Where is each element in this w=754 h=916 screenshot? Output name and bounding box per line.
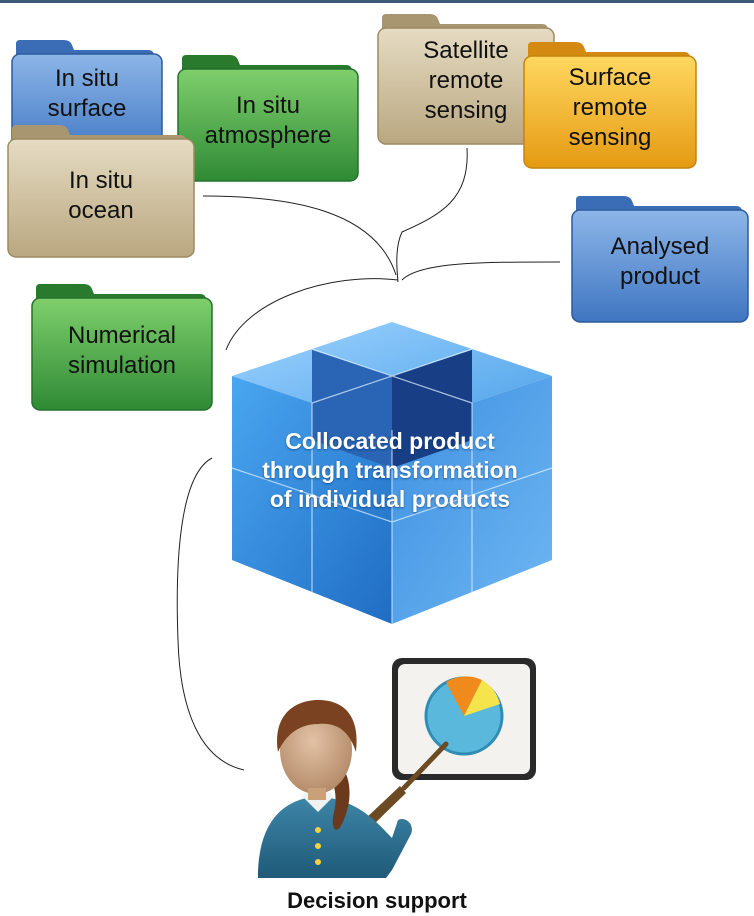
top-border: [0, 0, 754, 3]
folder-label-satellite-remote-sensing: Satellite remote sensing: [423, 37, 509, 124]
folder-analysed-product[interactable]: [571, 196, 749, 323]
connector-numerical: [225, 278, 399, 351]
connector-analysed: [401, 261, 561, 281]
connector-lines: [176, 147, 561, 771]
connector-in-situ-ocean: [202, 195, 397, 276]
folder-label-analysed-product: Analysed product: [610, 233, 710, 290]
connector-decision: [176, 457, 245, 771]
decision-support-caption: Decision support: [287, 888, 467, 913]
folder-label-numerical-simulation: Numerical simulation: [67, 322, 177, 379]
presentation-board: [392, 658, 536, 780]
folder-numerical-simulation[interactable]: [31, 284, 213, 411]
cube-label: Collocated product through transformatio…: [262, 428, 518, 512]
folder-label-surface-remote-sensing: Surface remote sensing: [568, 64, 652, 151]
pie-chart-icon: [424, 676, 504, 756]
folder-label-in-situ-surface: In situ surface: [47, 65, 127, 122]
person-icon: [258, 700, 449, 878]
folder-surface-remote-sensing[interactable]: [523, 42, 697, 169]
connector-satellite: [396, 147, 468, 283]
folder-satellite-remote-sensing[interactable]: [377, 14, 555, 145]
folder-in-situ-atmosphere[interactable]: [177, 55, 359, 182]
folder-label-in-situ-atmosphere: In situ atmosphere: [204, 92, 332, 149]
collocated-cube: [231, 322, 553, 624]
folder-label-in-situ-ocean: In situ ocean: [68, 167, 134, 224]
folder-in-situ-ocean[interactable]: [7, 125, 195, 258]
